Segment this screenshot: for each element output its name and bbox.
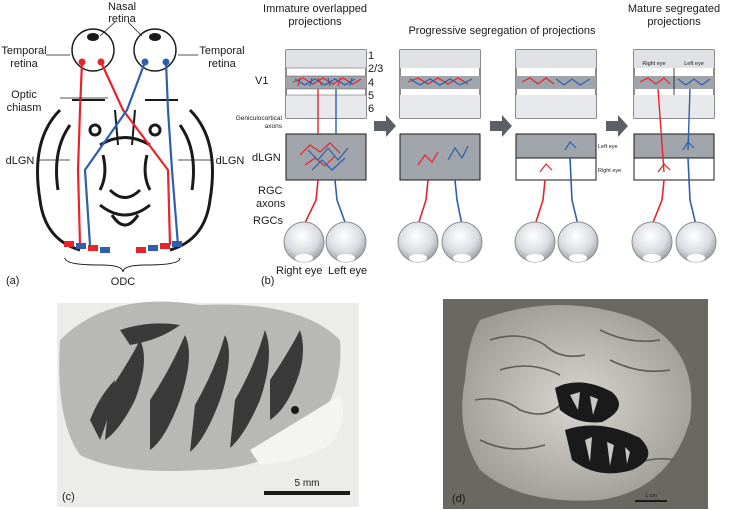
right-eye-label: Right eye bbox=[276, 265, 322, 277]
panel-c-micrograph: 5 mm (c) bbox=[57, 301, 359, 507]
panel-d-label: (d) bbox=[452, 493, 465, 505]
progression-arrow-3 bbox=[606, 115, 628, 137]
right-eye-layer-label: Right eye bbox=[598, 168, 621, 174]
temporal-retina-left-label: Temporal bbox=[1, 45, 46, 57]
panel-b: Immature overlapped projections Progress… bbox=[236, 3, 720, 287]
dlgn-label: dLGN bbox=[252, 152, 281, 164]
dlgn-right-label: dLGN bbox=[216, 155, 245, 167]
scale-bar-c bbox=[264, 491, 350, 495]
left-eye-label: Left eye bbox=[328, 265, 367, 277]
stage-immature bbox=[283, 49, 367, 263]
stage-progressive-2: Left eye Right eye bbox=[514, 49, 621, 263]
temporal-retina-right-label: Temporal bbox=[199, 45, 244, 57]
svg-text:retina: retina bbox=[10, 58, 38, 70]
right-eye-icon bbox=[133, 28, 177, 72]
nasal-retina-label-2: retina bbox=[108, 13, 136, 25]
svg-text:retina: retina bbox=[208, 58, 236, 70]
odc-brace bbox=[64, 257, 181, 273]
dlgn-left-label: dLGN bbox=[6, 155, 35, 167]
svg-text:chiasm: chiasm bbox=[7, 102, 42, 114]
svg-text:projections: projections bbox=[647, 16, 701, 28]
panel-b-label: (b) bbox=[261, 275, 274, 287]
odc-bars bbox=[64, 241, 182, 253]
layer-4-label: 4 bbox=[368, 77, 374, 89]
svg-text:axons: axons bbox=[256, 198, 286, 210]
rgc-axons-label: RGC bbox=[258, 185, 283, 197]
geniculocortical-label: Geniculocortical bbox=[236, 115, 283, 122]
stage-mature: Right eye Left eye bbox=[631, 49, 717, 263]
layer-1-label: 1 bbox=[368, 50, 374, 62]
left-eye-layer-label: Left eye bbox=[598, 144, 618, 150]
scale-bar-d bbox=[635, 500, 667, 502]
stage-title-progressive: Progressive segregation of projections bbox=[408, 25, 596, 37]
v1-label: V1 bbox=[255, 75, 268, 87]
panel-a: Nasal retina Temporal retina Temporal re… bbox=[1, 1, 244, 288]
stage-title-immature: Immature overlapped bbox=[263, 3, 367, 15]
stage-progressive-1 bbox=[397, 49, 483, 263]
left-eye-icon bbox=[71, 28, 115, 72]
brain-outline bbox=[36, 99, 214, 252]
svg-text:axons: axons bbox=[265, 123, 283, 130]
optic-chiasm-label: Optic bbox=[11, 89, 37, 101]
layer-5-label: 5 bbox=[368, 90, 374, 102]
layer-6-label: 6 bbox=[368, 103, 374, 115]
nasal-retina-label: Nasal bbox=[108, 1, 136, 13]
svg-text:projections: projections bbox=[288, 16, 342, 28]
progression-arrow-2 bbox=[490, 115, 512, 137]
panel-d-brain-photo: 1 cm (d) bbox=[443, 299, 708, 509]
progression-arrow-1 bbox=[374, 115, 396, 137]
odc-label: ODC bbox=[111, 276, 136, 288]
panel-c-label: (c) bbox=[62, 491, 75, 503]
stage-title-mature: Mature segregated bbox=[628, 3, 720, 15]
optic-pathways bbox=[76, 61, 180, 246]
scale-label-d: 1 cm bbox=[645, 493, 657, 499]
layer-23-label: 2/3 bbox=[368, 63, 383, 75]
right-eye-cortex-label: Right eye bbox=[642, 61, 665, 67]
scale-label-c: 5 mm bbox=[295, 478, 320, 489]
left-eye-cortex-label: Left eye bbox=[684, 61, 704, 67]
panel-a-label: (a) bbox=[6, 275, 19, 287]
rgcs-label: RGCs bbox=[253, 215, 283, 227]
